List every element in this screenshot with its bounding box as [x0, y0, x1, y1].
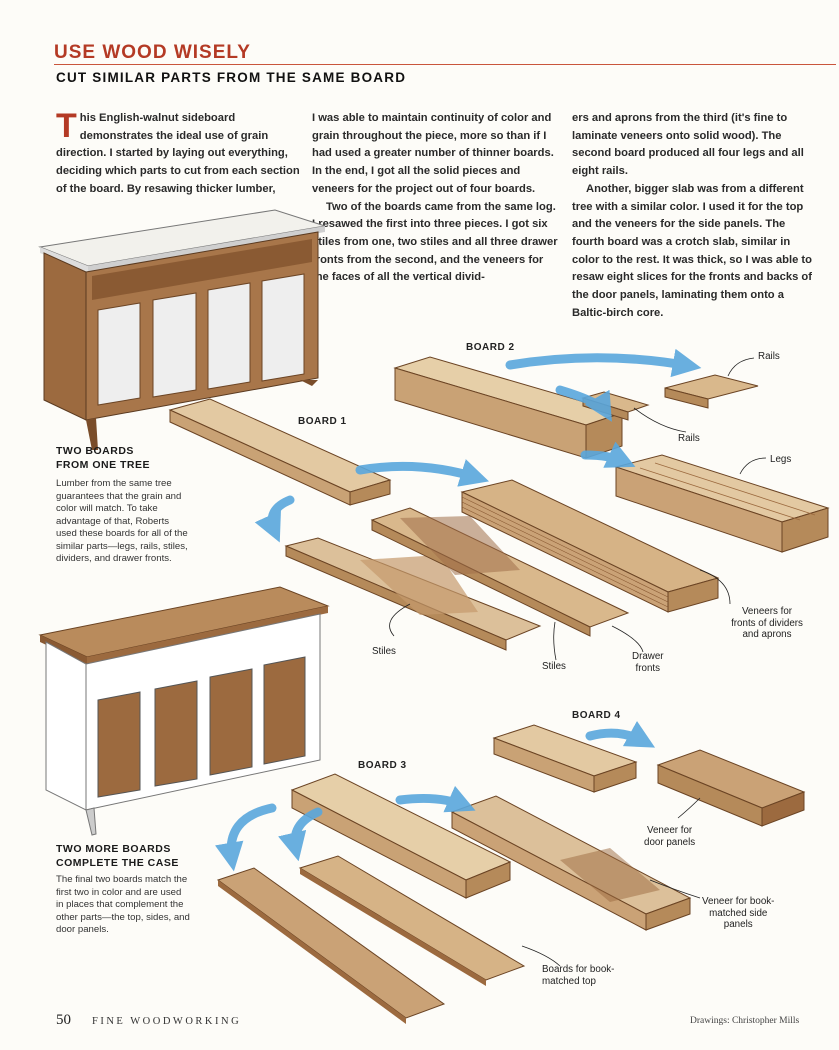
- article-title: USE WOOD WISELY: [54, 42, 251, 63]
- label-stiles-right: Stiles: [542, 661, 566, 672]
- body-paragraph: ers and aprons from the third (it's fine…: [572, 112, 804, 178]
- label-board-1: BOARD 1: [298, 416, 347, 427]
- board-4-group: [492, 724, 806, 827]
- body-column-2: I was able to maintain continuity of col…: [312, 110, 560, 287]
- label-rails-top: Rails: [758, 351, 780, 362]
- body-paragraph: Another, bigger slab was from a differen…: [572, 182, 812, 319]
- label-top-boards: Boards for book-matched top: [542, 964, 615, 987]
- magazine-name: FINE WOODWORKING: [92, 1016, 242, 1027]
- illustration-credit: Drawings: Christopher Mills: [690, 1016, 800, 1026]
- caption-title-1: TWO BOARDS FROM ONE TREE: [56, 445, 151, 471]
- label-rails-bottom: Rails: [678, 433, 700, 444]
- label-board-4: BOARD 4: [572, 710, 621, 721]
- label-legs: Legs: [770, 454, 792, 465]
- transfer-arrows: [214, 348, 702, 872]
- label-board-2: BOARD 2: [466, 342, 515, 353]
- label-stiles-left: Stiles: [372, 646, 396, 657]
- caption-title-2: TWO MORE BOARDS COMPLETE THE CASE: [56, 843, 179, 869]
- sideboard-drawing-2: [38, 586, 330, 836]
- caption-body-1: Lumber from the same tree guarantees tha…: [56, 478, 188, 564]
- drop-cap: T: [56, 107, 77, 145]
- caption-body-2: The final two boards match the first two…: [56, 874, 190, 935]
- page-number: 50: [56, 1012, 71, 1028]
- board-2-group: [393, 356, 830, 553]
- body-paragraph: I was able to maintain continuity of col…: [312, 112, 554, 195]
- leader-lines: [389, 357, 767, 967]
- body-paragraph: his English-walnut sideboard demonstrate…: [56, 112, 300, 195]
- board-3-group: [216, 773, 692, 1024]
- label-board-3: BOARD 3: [358, 760, 407, 771]
- body-paragraph: Two of the boards came from the same log…: [312, 200, 558, 284]
- sideboard-drawing-1: [38, 209, 326, 450]
- veneer-stack-1: [460, 479, 720, 613]
- body-column-3: ers and aprons from the third (it's fine…: [572, 110, 820, 322]
- article-subtitle: CUT SIMILAR PARTS FROM THE SAME BOARD: [56, 70, 407, 85]
- board-1-group: [168, 398, 720, 651]
- title-rule: [54, 64, 836, 65]
